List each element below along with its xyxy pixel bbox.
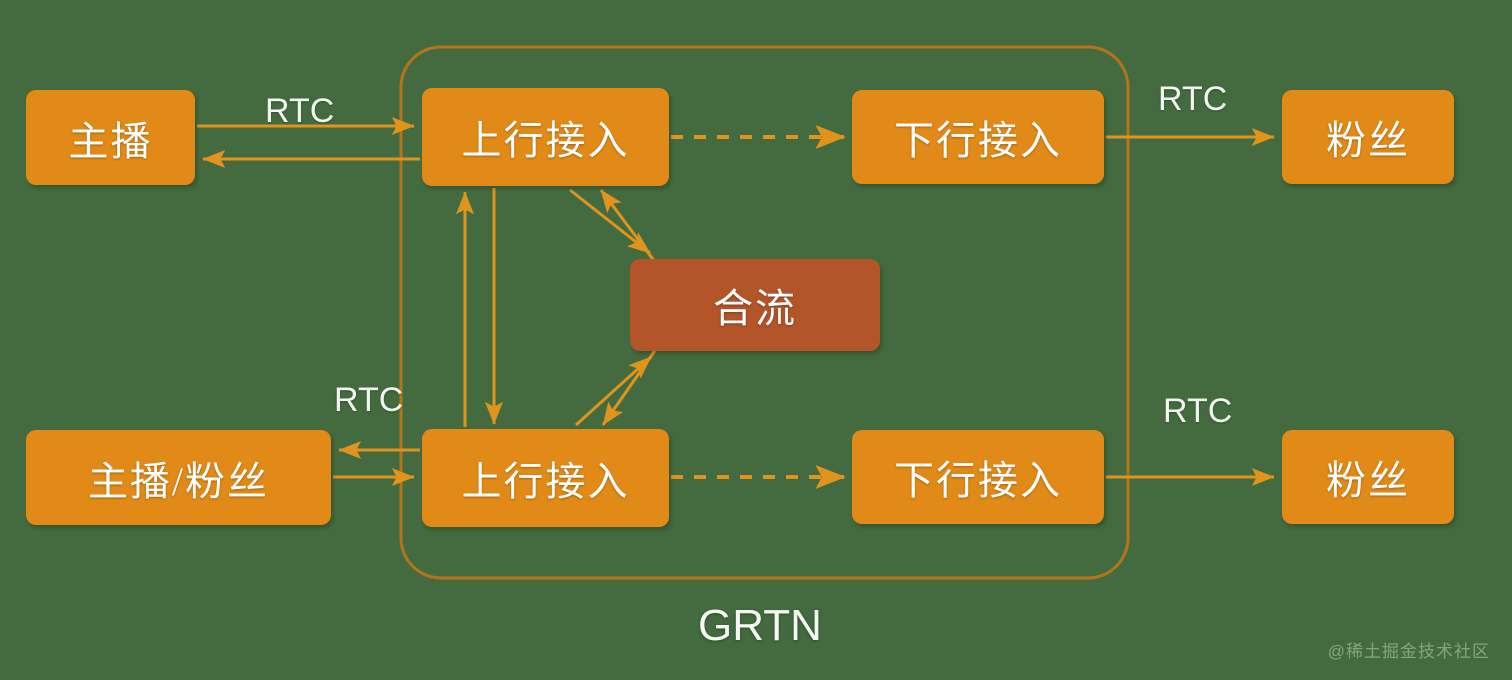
node-fans-bottom[interactable]: 粉丝 (1282, 430, 1454, 524)
node-fans-top-label: 粉丝 (1326, 118, 1410, 163)
node-uplink-bottom[interactable]: 上行接入 (422, 429, 669, 527)
edge-merge-to-uplink-bottom (601, 348, 658, 426)
edge-uplink-bottom-to-merge (574, 355, 653, 427)
edge-label-rtc-bottom-right: RTC (1163, 392, 1233, 430)
node-downlink-bottom-label: 下行接入 (894, 458, 1062, 503)
node-host-fan-bottom-label: 主播/粉丝 (87, 458, 270, 504)
node-fans-bottom-label: 粉丝 (1326, 458, 1410, 503)
edge-label-rtc-bottom-left: RTC (334, 381, 404, 419)
node-downlink-bottom[interactable]: 下行接入 (852, 430, 1104, 524)
node-downlink-top-label: 下行接入 (894, 118, 1062, 163)
node-host-top[interactable]: 主播 (26, 90, 195, 185)
node-host-top-label: 主播 (68, 118, 153, 164)
edge-label-rtc-top-left: RTC (265, 92, 335, 130)
edge-uplink-top-to-merge (569, 188, 651, 255)
node-fans-top[interactable]: 粉丝 (1282, 90, 1454, 184)
edge-merge-to-uplink-top (599, 189, 657, 263)
node-merge[interactable]: 合流 (630, 259, 880, 351)
node-merge-label: 合流 (713, 286, 797, 331)
watermark: @稀土掘金技术社区 (1327, 642, 1490, 661)
edge-label-rtc-top-right: RTC (1158, 80, 1228, 118)
node-host-fan-bottom[interactable]: 主播/粉丝 (26, 430, 331, 525)
node-uplink-top-label: 上行接入 (461, 118, 630, 163)
node-uplink-top[interactable]: 上行接入 (422, 88, 669, 186)
node-uplink-bottom-label: 上行接入 (461, 459, 630, 504)
node-downlink-top[interactable]: 下行接入 (852, 90, 1104, 184)
grtn-label: GRTN (698, 601, 822, 650)
